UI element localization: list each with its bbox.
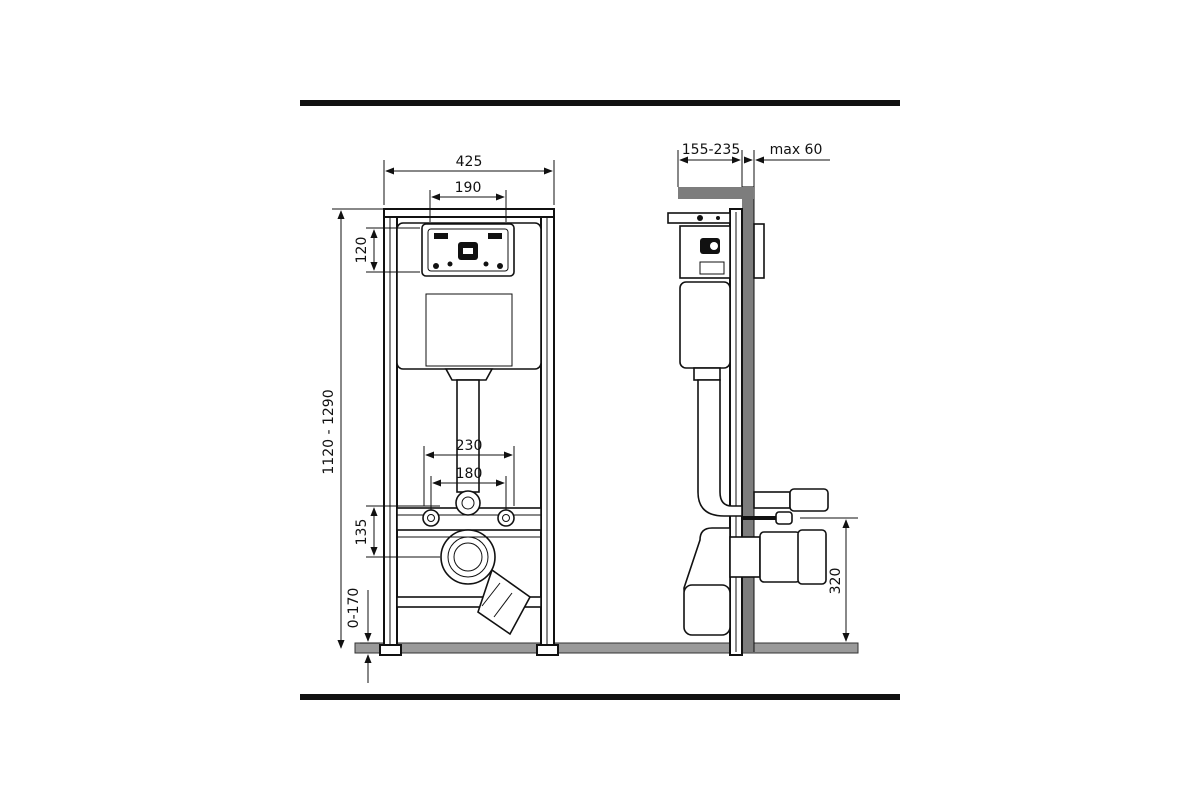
dim-label-plate-width: 190 bbox=[455, 180, 482, 196]
top-rail bbox=[383, 208, 555, 218]
dim-label-front-width: 425 bbox=[456, 154, 483, 170]
side-cistern bbox=[679, 281, 731, 369]
right-stud-icon bbox=[497, 509, 515, 527]
dim-label-inner-spacing: 180 bbox=[456, 466, 483, 482]
side-flush-pipe bbox=[697, 379, 743, 517]
lower-rail bbox=[396, 596, 542, 608]
dimension-lines bbox=[332, 150, 858, 683]
left-foot bbox=[379, 644, 402, 656]
side-drain-pipe bbox=[683, 584, 731, 636]
flush-outlet bbox=[455, 490, 481, 516]
drain-outlet-icon bbox=[440, 529, 496, 585]
side-flush-plate bbox=[753, 223, 765, 279]
dim-label-wall-depth: 155-235 bbox=[682, 142, 741, 158]
dim-label-outlet-height: 135 bbox=[354, 519, 370, 546]
dim-label-foot-adjust: 0-170 bbox=[346, 588, 362, 629]
top-border-bar bbox=[300, 100, 900, 106]
side-view bbox=[667, 186, 829, 656]
floor-slab bbox=[354, 642, 859, 654]
right-foot bbox=[536, 644, 559, 656]
wall-ledge bbox=[678, 187, 754, 199]
bottom-border-bar bbox=[300, 694, 900, 700]
dim-label-drain-height: 320 bbox=[828, 568, 844, 595]
dim-label-max-offset: max 60 bbox=[770, 142, 823, 158]
drain-elbow bbox=[477, 568, 532, 636]
cistern-inner bbox=[425, 293, 513, 367]
dim-label-plate-height: 120 bbox=[354, 237, 370, 264]
dim-label-total-height: 1120 - 1290 bbox=[321, 389, 337, 474]
left-stud-icon bbox=[422, 509, 440, 527]
dim-label-outer-spacing: 230 bbox=[456, 438, 483, 454]
flush-connector bbox=[753, 491, 791, 509]
side-drain-outlet bbox=[759, 531, 801, 583]
wall bbox=[742, 186, 754, 652]
front-view bbox=[379, 208, 559, 656]
